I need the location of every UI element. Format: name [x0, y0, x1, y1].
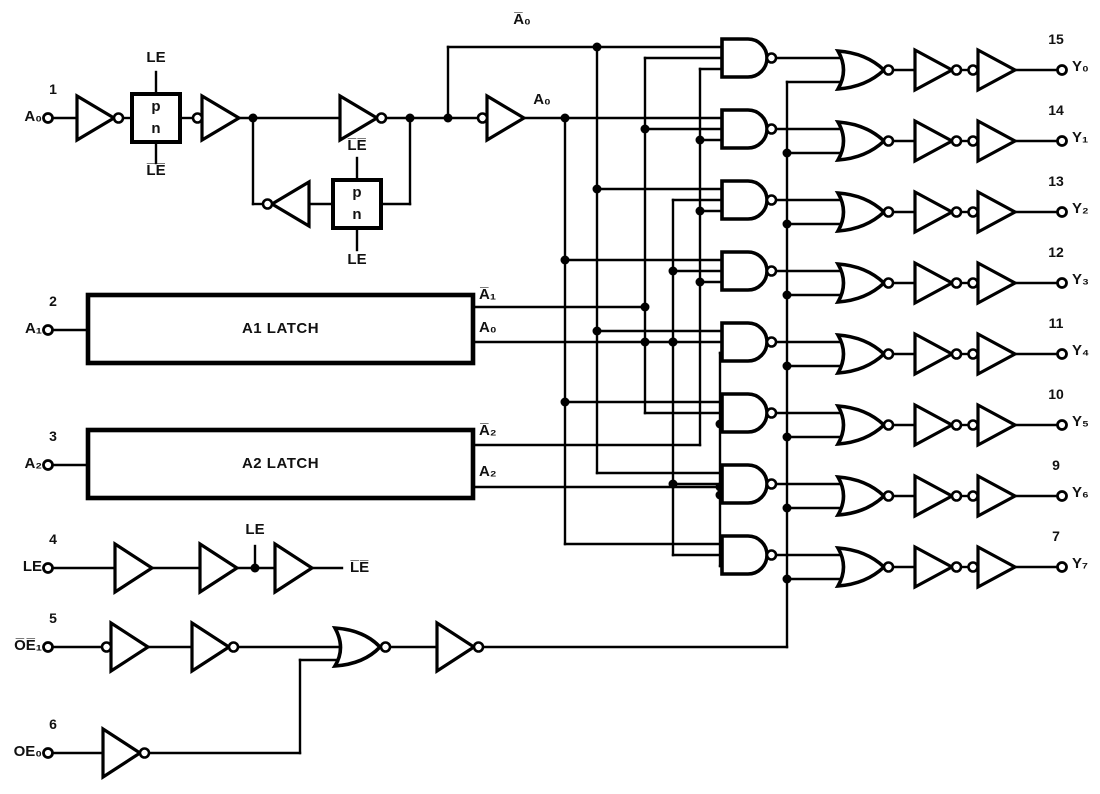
pin-output-y6: 9: [1052, 457, 1060, 473]
latch1-out-bottom-label: A₀: [479, 319, 497, 336]
latch-boxes: [85, 292, 476, 501]
output-label-y5: Y₅: [1072, 413, 1089, 430]
input-label-6: OE₀: [13, 743, 42, 760]
pin-output-y4: 11: [1048, 315, 1064, 331]
pin-output-y7: 7: [1052, 528, 1060, 544]
pin-output-y5: 10: [1048, 386, 1064, 402]
input-label-3: A₂: [24, 455, 43, 472]
nle-label-box2-top: L̅E̅: [347, 137, 367, 154]
output-label-y1: Y₁: [1072, 129, 1089, 146]
output-label-y6: Y₆: [1072, 484, 1089, 501]
pin-input-4: 4: [49, 531, 57, 547]
pin-output-y3: 12: [1048, 244, 1064, 260]
pin-input-6: 6: [49, 716, 57, 732]
n-label-box2: n: [352, 206, 362, 223]
pin-input-5: 5: [49, 610, 57, 626]
le-label-box1-top: LE: [146, 49, 166, 66]
pin-output-y2: 13: [1048, 173, 1064, 189]
latch2-out-top-label: A̅₂: [479, 422, 497, 439]
latch1-out-top-label: A̅₁: [479, 286, 497, 303]
pin-output-y0: 15: [1048, 31, 1064, 47]
input-label-4: LE: [22, 558, 42, 575]
buffers: [75, 47, 1019, 780]
le-label-box2-bottom: LE: [347, 251, 367, 268]
output-label-y2: Y₂: [1072, 200, 1089, 217]
pin-input-3: 3: [49, 428, 57, 444]
output-label-y0: Y₀: [1072, 58, 1089, 75]
pin-output-y1: 14: [1048, 102, 1064, 118]
latch1-title: A1 LATCH: [241, 320, 320, 337]
nle-output-label: L̅E̅: [350, 559, 370, 576]
transmission-gate-boxes: [130, 92, 383, 230]
wires: [50, 45, 1059, 755]
latch2-out-bottom-label: A₂: [479, 463, 497, 480]
nle-label-box1-bottom: L̅E̅: [146, 162, 166, 179]
output-label-y7: Y₇: [1072, 555, 1089, 572]
input-label-5: O̅E̅₁: [14, 637, 42, 654]
a0-buffered-label: A₀: [533, 91, 551, 108]
terminals: [42, 64, 1068, 759]
input-label-1: A₀: [24, 108, 42, 125]
latch2-title: A2 LATCH: [241, 455, 320, 472]
pin-input-1: 1: [49, 81, 57, 97]
na0-bus-label: A̅₀: [513, 11, 531, 28]
output-label-y3: Y₃: [1072, 271, 1089, 288]
p-label-box2: p: [352, 184, 362, 201]
pin-input-2: 2: [49, 293, 57, 309]
input-label-2: A₁: [24, 320, 42, 337]
output-label-y4: Y₄: [1072, 342, 1090, 359]
inversion-bubbles: [100, 52, 979, 759]
p-label-box1: p: [151, 98, 161, 115]
n-label-box1: n: [151, 120, 161, 137]
le-junction-label: LE: [245, 521, 265, 538]
